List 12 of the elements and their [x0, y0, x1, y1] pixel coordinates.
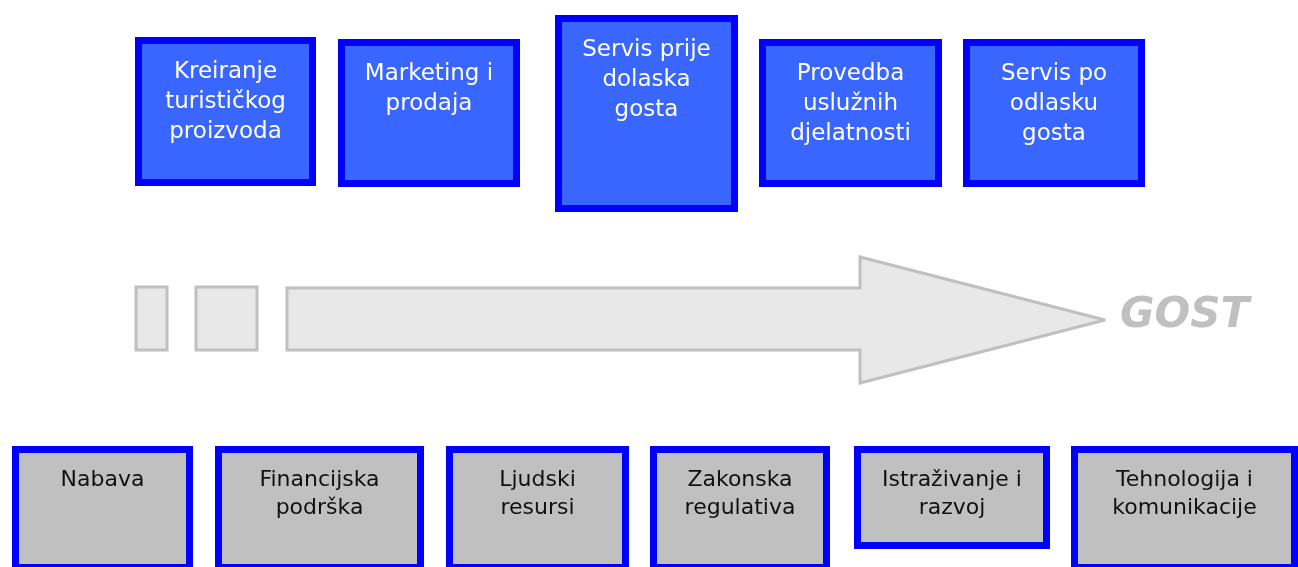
support-activity-box: Zakonska regulativa — [650, 446, 830, 567]
support-activity-box: Istraživanje i razvoj — [854, 446, 1050, 549]
activity-box: Provedba uslužnih djelatnosti — [759, 39, 942, 187]
activity-box: Servis prije dolaska gosta — [555, 15, 738, 212]
support-activity-box: Financijska podrška — [215, 446, 424, 567]
activity-box: Kreiranje turističkog proizvoda — [135, 37, 316, 186]
support-activity-box: Tehnologija i komunikacije — [1071, 446, 1298, 567]
activity-box: Servis po odlasku gosta — [963, 39, 1145, 187]
support-activity-box: Nabava — [12, 446, 193, 567]
support-activity-box: Ljudski resursi — [446, 446, 629, 567]
activity-box: Marketing i prodaja — [338, 39, 520, 187]
label-text: GOST — [1120, 288, 1250, 337]
